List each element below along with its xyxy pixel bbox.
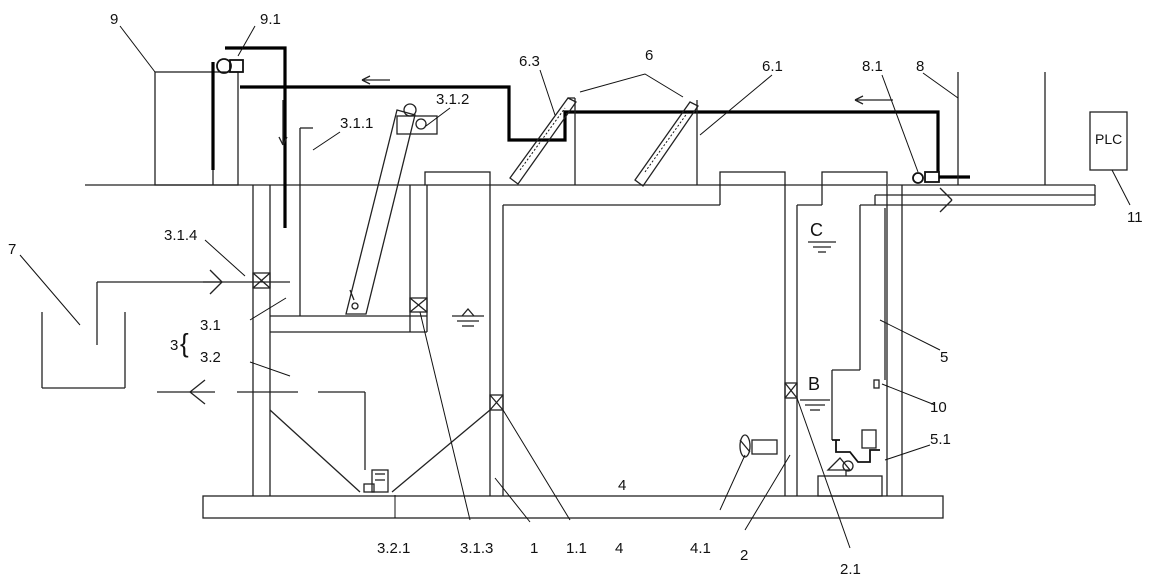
label-3-brace: { <box>180 328 189 358</box>
pump-chamber-pipe <box>832 188 1095 440</box>
mixer-4-1 <box>740 435 777 457</box>
label-2-1: 2.1 <box>840 561 861 578</box>
label-1: 1 <box>530 540 538 557</box>
label-6-1: 6.1 <box>762 58 783 75</box>
label-c: C <box>810 220 823 240</box>
valve-8-1 <box>913 172 970 183</box>
label-10: 10 <box>930 399 947 416</box>
label-3-2: 3.2 <box>200 349 221 366</box>
level-sensor-10 <box>874 380 879 388</box>
dosing-pipe <box>213 48 285 228</box>
label-b: B <box>808 374 820 394</box>
label-8-1: 8.1 <box>862 58 883 75</box>
label-2: 2 <box>740 547 748 564</box>
hopper-left <box>270 410 360 492</box>
pump-9-1 <box>217 59 243 73</box>
label-4-1: 4.1 <box>690 540 711 557</box>
inlet-channel-walls <box>253 185 503 496</box>
label-3-1-1: 3.1.1 <box>340 115 373 132</box>
label-3-1-3: 3.1.3 <box>460 540 493 557</box>
plc-text: PLC <box>1095 131 1122 147</box>
water-level-b <box>800 400 830 410</box>
label-9-1: 9.1 <box>260 11 281 28</box>
main-tank <box>425 172 902 496</box>
tank-9 <box>155 72 238 185</box>
label-8: 8 <box>916 58 924 75</box>
water-level-left <box>452 309 484 326</box>
outflow-pipe <box>157 380 365 470</box>
label-7: 7 <box>8 241 16 258</box>
labels: 9 9.1 3.1.1 3.1.2 6.3 6 6.1 8.1 8 11 7 3… <box>8 11 1143 578</box>
tank-7 <box>42 312 125 388</box>
label-6: 6 <box>645 47 653 64</box>
hopper-right <box>392 410 490 492</box>
label-9: 9 <box>110 11 118 28</box>
label-11: 11 <box>1127 209 1143 226</box>
label-3-2-1: 3.2.1 <box>377 540 410 557</box>
foundation-slab <box>203 496 943 518</box>
water-level-c <box>808 242 836 252</box>
label-3-1: 3.1 <box>200 317 221 334</box>
label-3-1-4: 3.1.4 <box>164 227 197 244</box>
label-6-3: 6.3 <box>519 53 540 70</box>
label-3-1-2: 3.1.2 <box>436 91 469 108</box>
label-3: 3 <box>170 337 178 354</box>
pump-3-2-1 <box>364 470 388 492</box>
label-5-1: 5.1 <box>930 431 951 448</box>
label-4: 4 <box>615 540 623 557</box>
screen-3-1-2 <box>346 104 437 314</box>
label-1-1: 1.1 <box>566 540 587 557</box>
label-5: 5 <box>940 349 948 366</box>
label-4-main: 4 <box>618 477 626 494</box>
